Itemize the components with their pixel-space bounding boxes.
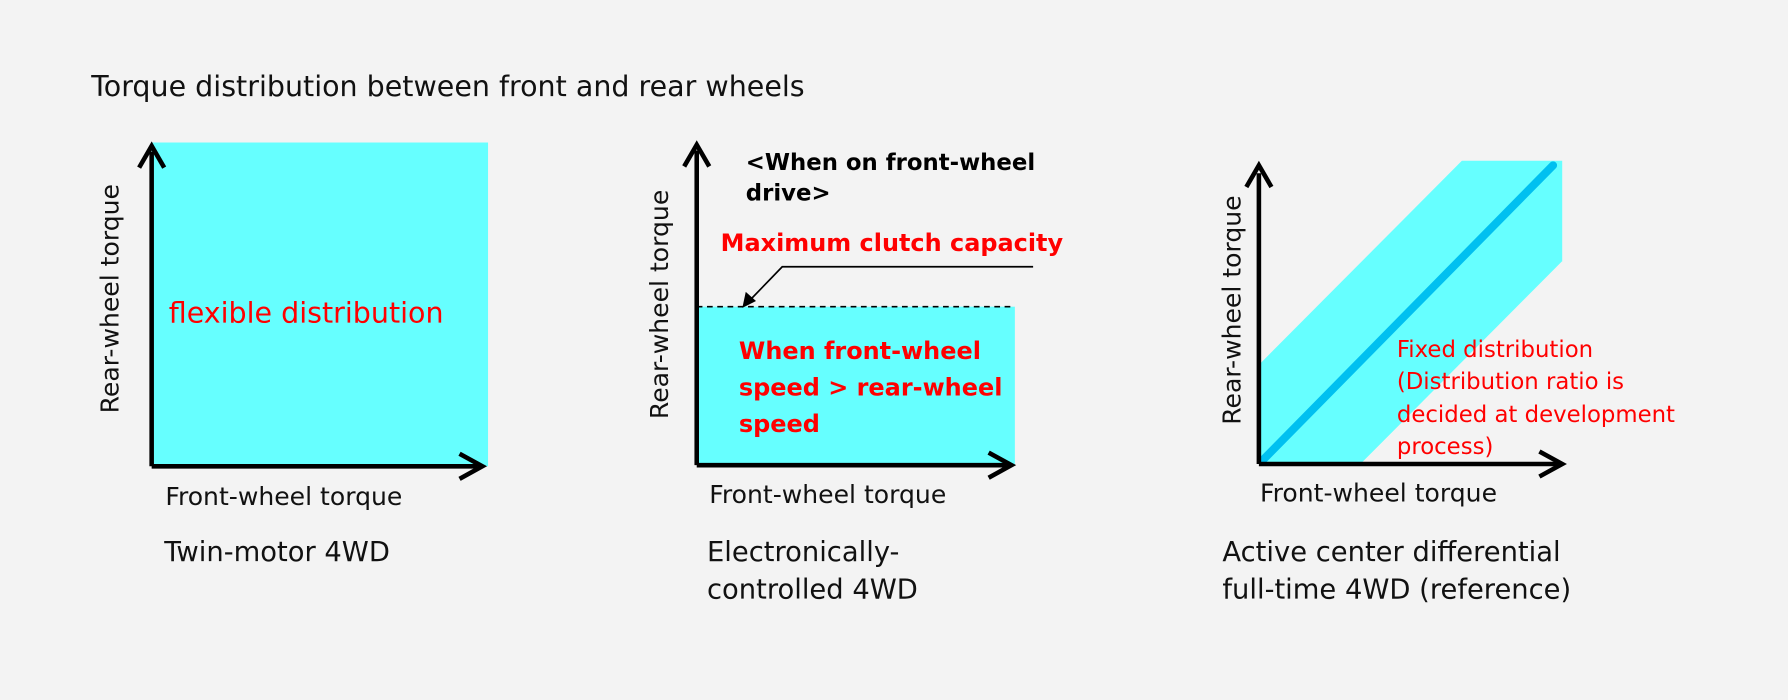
condition-label-line-2: drive> — [746, 181, 831, 207]
region-label-line-1: Fixed distribution — [1397, 337, 1593, 363]
panel-caption-line-2: controlled 4WD — [707, 575, 918, 606]
region-label-line-1: When front-wheel — [739, 337, 981, 365]
region-label: flexible distribution — [169, 297, 444, 330]
region-label-line-2: (Distribution ratio is — [1397, 369, 1624, 395]
y-axis-arrow-icon — [682, 140, 712, 168]
y-axis-label: Rear-wheel torque — [645, 190, 674, 419]
clutch-region — [696, 306, 1015, 466]
flexible-region — [151, 142, 489, 467]
y-axis-arrow-icon — [137, 141, 167, 169]
panel-caption-line-2: full-time 4WD (reference) — [1222, 575, 1571, 606]
leader-line — [747, 265, 1034, 303]
x-axis-label: Front-wheel torque — [709, 480, 946, 509]
distribution-diagonal — [1259, 161, 1558, 464]
condition-label-line-1: <When on front-wheel — [746, 150, 1035, 176]
x-axis-arrow-icon — [1538, 449, 1567, 479]
diagram-title: Torque distribution between front and re… — [90, 70, 804, 103]
x-axis-label: Front-wheel torque — [165, 482, 402, 511]
region-label-line-4: process) — [1397, 434, 1494, 460]
y-axis-label: Rear-wheel torque — [1218, 195, 1247, 424]
x-axis-arrow-icon — [987, 450, 1017, 480]
region-label-line-3: speed — [739, 410, 820, 438]
panel-caption-line-1: Active center differential — [1222, 537, 1560, 568]
limit-label: Maximum clutch capacity — [721, 229, 1064, 257]
panel-electronically-controlled: Rear-wheel torque Front-wheel torque <Wh… — [645, 140, 1064, 606]
panel-twin-motor: Rear-wheel torque Front-wheel torque fle… — [96, 141, 489, 568]
region-label-line-3: decided at development — [1397, 402, 1675, 428]
y-axis-label: Rear-wheel torque — [96, 184, 125, 413]
leader-arrow-icon — [742, 291, 757, 308]
panel-active-center-differential: Rear-wheel torque Front-wheel torque Fix… — [1218, 160, 1675, 606]
y-axis-arrow-icon — [1244, 160, 1274, 189]
x-axis-arrow-icon — [458, 451, 488, 481]
panel-caption-line-1: Electronically- — [707, 537, 899, 568]
x-axis-label: Front-wheel torque — [1260, 479, 1497, 508]
panel-caption: Twin-motor 4WD — [163, 537, 390, 568]
region-label-line-2: speed > rear-wheel — [739, 374, 1003, 402]
